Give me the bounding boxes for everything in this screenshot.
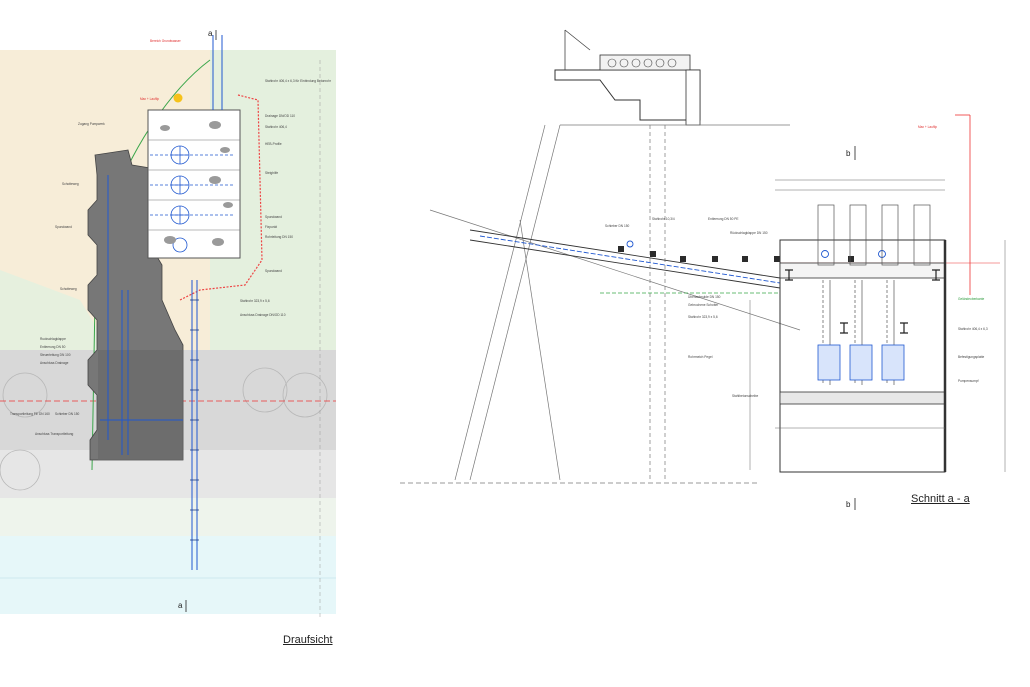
plan-pump-building [147, 109, 241, 259]
plan-label-right: Stahlrohr 406,4 [265, 125, 287, 129]
section-dimensions [749, 179, 1006, 472]
section-label: Gebrochene Schotter [688, 303, 719, 307]
plan-pale-band [0, 498, 336, 536]
plan-pump-symbols [150, 145, 235, 253]
plan-label-left: Anschluss Transportleitung [35, 432, 73, 436]
plan-label-right: Steighilfe [265, 171, 278, 175]
plan-circle [0, 449, 41, 491]
section-view: b b Schieber DN 150 Stahlrohr 10,3/4 Ent… [400, 29, 1006, 510]
plan-label-red: Max + Lauflip [140, 97, 159, 101]
section-pipe-fittings [618, 246, 854, 262]
section-label: Rückschlagklappe DN 150 [730, 231, 768, 235]
section-label: Stahlrohr 406,4 x 6,3 [958, 327, 988, 331]
plan-label-left: Schotteweg [60, 287, 77, 291]
section-label: Stahlrohr 10,3/4 [652, 217, 675, 221]
plan-view: a a Bereich Grundwasser Max + Lauflip Zu… [0, 29, 336, 620]
section-railing [564, 29, 591, 51]
plan-label-left: Steuerleitung DN 100 [40, 353, 71, 357]
plan-label-right: Fixpunkt [265, 225, 277, 229]
plan-pipe-ticks [190, 299, 199, 541]
section-label: Stahlrohr 323,9 x 5,6 [688, 315, 718, 319]
section-mark-top: b [846, 149, 851, 158]
plan-circle [2, 372, 48, 418]
plan-yellow-marker [173, 93, 183, 103]
section-top-structure [554, 69, 701, 121]
plan-stone-blobs [160, 121, 233, 246]
plan-dark-block [98, 350, 183, 460]
plan-label-left: Schieber DN 150 [55, 412, 80, 416]
plan-label-left: Ruckschlagklappe [40, 337, 66, 341]
section-label-red: Max + Lauflip [918, 125, 937, 129]
section-label: Entleerung DN 50 PE [708, 217, 738, 221]
section-label-green: Geländeoberkante [958, 297, 984, 301]
plan-section-mark-bottom: a [178, 601, 183, 610]
plan-label-top-red: Bereich Grundwasser [150, 39, 182, 43]
plan-circle [282, 372, 328, 418]
section-right-column [685, 69, 701, 126]
plan-label-right: Spundwand [265, 215, 282, 219]
plan-label-right: Rohrleitung DN 150 [265, 235, 293, 239]
plan-label-left: Spundwand [55, 225, 72, 229]
section-label: Überlaufmulde DN 150 [688, 295, 721, 299]
plan-view-title: Draufsicht [283, 634, 333, 646]
plan-label-left: Entleerung DN 50 [40, 345, 66, 349]
section-label: Pumpensumpf [958, 379, 979, 383]
plan-label-right: Spundwand [265, 269, 282, 273]
section-label: Rohrmeich Pegel [688, 355, 713, 359]
section-top-deck [599, 54, 691, 71]
section-label: Schieber DN 150 [605, 224, 630, 228]
section-shaft-floor [779, 391, 946, 405]
section-struts [400, 124, 801, 484]
section-label: Stahlbetonscheibe [732, 394, 758, 398]
plan-label-right: Drainage DN/OD 110 [265, 114, 295, 118]
plan-label-left: Schotteweg [62, 182, 79, 186]
plan-label-right: Anschluss Drainage DN/OD 110 [240, 313, 286, 317]
plan-label-left: Zugang Pumpwerk [78, 122, 105, 126]
plan-water [0, 536, 336, 614]
plan-label-left: Anschluss Drainage [40, 361, 69, 365]
section-view-title: Schnitt a - a [911, 493, 970, 505]
section-label: Befestigungsplatte [958, 355, 984, 359]
plan-circle [242, 367, 288, 413]
plan-blue-pipes [100, 35, 223, 570]
section-blue-valves [626, 240, 886, 258]
plan-label-left: Transportleitung PE DN 160 [10, 412, 50, 416]
section-deck-circles [607, 58, 677, 68]
section-mark-bottom: b [846, 500, 851, 509]
plan-section-mark-top: a [208, 29, 213, 38]
section-i-beams [785, 269, 940, 334]
section-pumps [817, 344, 905, 381]
plan-label-right: Stahlrohr 323,9 x 5,6 [240, 299, 270, 303]
section-sloped-pipe [469, 229, 781, 289]
plan-label-right: HEB-Profile [265, 142, 282, 146]
plan-label-right: Stahlrohr 406,4 x 6,3 für Einbindung Bet… [265, 79, 332, 83]
plan-green-zone-left [0, 270, 110, 350]
